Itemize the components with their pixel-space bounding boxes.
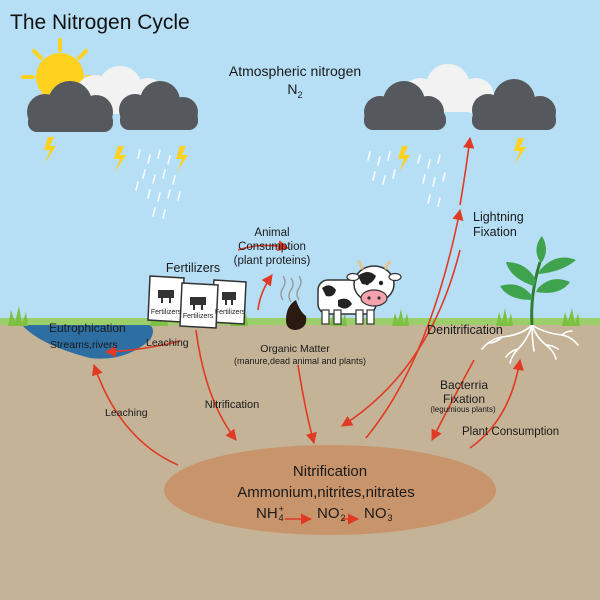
lightning-bolt-icon [44,137,526,172]
formula-superscript: + [278,504,284,515]
arrow-organic-to-pool [297,364,317,445]
formula-subscript: 3 [387,513,393,524]
arrow-leaching-to-water [104,340,181,358]
arrow-leaching-lower [92,363,179,466]
nitrification-subtitle: Ammonium,nitrites,nitrates [237,484,415,501]
atmospheric-nitrogen-label: Atmospheric nitrogen [228,63,362,79]
formula-superscript: - [387,504,391,515]
organic-matter-label: Organic Matter [260,343,330,355]
fertilizers-label: Fertilizers [165,261,221,275]
steam-icon [280,275,302,303]
sky-background [0,0,600,322]
bacteria-fixation-label: Bacterria Fixation [440,378,488,407]
fertilizer-bag-label: Fertilizers [151,309,182,316]
arrow-plant-consumption [469,358,524,449]
animal-consumption-label: Animal Consumption (plant proteins) [234,227,311,268]
formula-base: NH [256,505,278,522]
label-line: Animal [254,227,290,239]
page-title: The Nitrogen Cycle [10,11,190,34]
nitrification-side-label: Nitrification [204,399,260,411]
denitrification-label: Denitrification [427,323,503,337]
cycle-arrows [92,136,524,525]
cow-icon [317,260,402,325]
formula-base: N [287,81,298,97]
leaching-label-upper: Leaching [146,337,189,349]
formula-subscript: 2 [340,513,346,524]
arrow-bacteria-fixation [431,359,475,441]
fertilizer-bag-label: Fertilizers [215,309,246,316]
eutrophication-label: Eutrophication [49,321,126,335]
label-line: Consumption [238,240,306,253]
leaching-label-lower: Leaching [105,407,148,419]
nitrite-formula: NO-2 [317,505,346,523]
formula-superscript: - [340,504,344,515]
label-line: Bacterria [439,378,489,392]
organic-matter-detail: (manure,dead animal and plants) [233,356,367,366]
plant-consumption-label: Plant Consumption [462,426,560,438]
ammonium-formula: NH+4 [256,505,284,523]
label-line: (plant proteins) [233,254,311,267]
manure-icon [286,300,307,330]
formula-subscript: 2 [297,89,303,100]
bacteria-fixation-detail: (legumious plants) [430,405,496,414]
n2-formula: N2 [287,81,302,101]
formula-subscript: 4 [278,513,284,524]
arrow-n2-to-animal [237,240,290,252]
arrow-fertilizer-to-pool [195,329,237,441]
fertilizer-bag-icon [147,275,247,329]
label-line: Lightning [473,210,524,224]
formula-base: NO [364,505,387,522]
formula-base: NO [317,505,340,522]
arrow-animal-to-organic [257,274,273,311]
arrow-pool-to-sky [365,208,464,439]
arrow-sky-lightning [459,136,475,206]
rain-icon [135,149,446,219]
nitrate-formula: NO-3 [364,505,393,523]
lightning-fixation-label: Lightning Fixation [473,210,524,240]
storm-cloud-icon [27,66,198,132]
roots-icon [481,324,579,364]
nitrification-title: Nitrification [292,463,368,480]
plant-icon [500,236,576,326]
label-line: Fixation [473,225,517,239]
nitrification-pool [164,445,496,535]
storm-cloud-icon [364,64,556,130]
label-line: Fixation [442,392,486,407]
fertilizer-bag-label: Fertilizers [183,313,214,320]
streams-rivers-label: Streams,rivers [50,339,118,351]
water-pond [22,325,153,359]
arrow-lightning-to-pool [341,249,461,427]
